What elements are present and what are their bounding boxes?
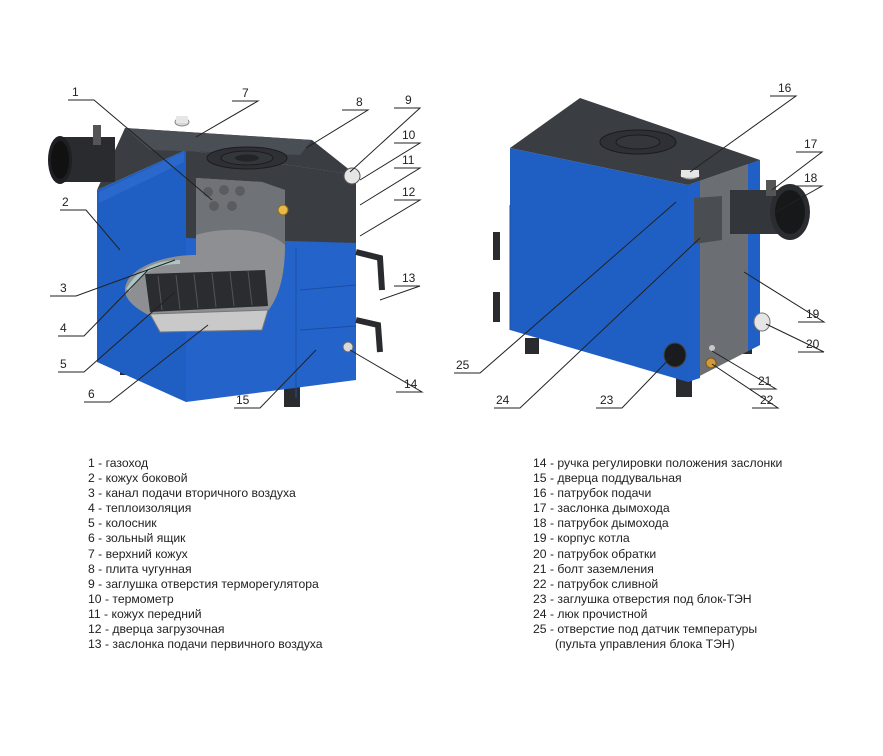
- legend-item-9: 9 - заглушка отверстия терморегулятора: [88, 576, 319, 591]
- callout-25: 25: [456, 358, 470, 372]
- legend-item-16: 16 - патрубок подачи: [533, 486, 652, 501]
- thermostat-plug-icon: [277, 204, 289, 216]
- legend-item-18: 18 - патрубок дымохода: [533, 516, 669, 531]
- boiler-front-view: [48, 116, 385, 407]
- legend-item-7: 7 - верхний кожух: [88, 546, 188, 561]
- callout-3: 3: [60, 281, 67, 295]
- callout-22: 22: [760, 393, 774, 407]
- callout-numbers: 1 7 8 9 10 11 12 2 13 3 4 5 6 14 15 16 1…: [60, 81, 820, 407]
- callout-7: 7: [242, 86, 249, 100]
- callout-19: 19: [806, 307, 820, 321]
- legend-right: 14 - ручка регулировки положения заслонк…: [533, 456, 863, 652]
- rear-side-casing: [510, 148, 688, 382]
- callout-9: 9: [405, 93, 412, 107]
- callout-5: 5: [60, 357, 67, 371]
- legend-item-1: 1 - газоход: [88, 456, 149, 470]
- callout-6: 6: [88, 387, 95, 401]
- grate: [145, 270, 268, 312]
- legend-item-8: 8 - плита чугунная: [88, 561, 192, 576]
- callout-leaders: [50, 95, 826, 409]
- callout-13: 13: [402, 271, 416, 285]
- legend-item-14: 14 - ручка регулировки положения заслонк…: [533, 456, 783, 470]
- callout-15: 15: [236, 393, 250, 407]
- callout-1: 1: [72, 85, 79, 99]
- callout-12: 12: [402, 185, 416, 199]
- callout-10: 10: [402, 128, 416, 142]
- legend-item-11: 11 - кожух передний: [88, 606, 202, 621]
- legend-item-4: 4 - теплоизоляция: [88, 501, 192, 516]
- legend-item-10: 10 - термометр: [88, 591, 174, 606]
- legend-item-25-continued: (пульта управления блока ТЭН): [555, 637, 735, 652]
- legend-item-23: 23 - заглушка отверстия под блок-ТЭН: [533, 591, 752, 606]
- callout-14: 14: [404, 377, 418, 391]
- callout-8: 8: [356, 95, 363, 109]
- legend-left: 1 - газоход 2 - кожух боковой 3 - канал …: [88, 456, 418, 652]
- legend-item-22: 22 - патрубок сливной: [533, 576, 659, 591]
- callout-20: 20: [806, 337, 820, 351]
- legend-item-13: 13 - заслонка подачи первичного воздуха: [88, 637, 323, 652]
- legend-item-2: 2 - кожух боковой: [88, 471, 188, 486]
- callout-11: 11: [402, 153, 415, 167]
- callout-21: 21: [758, 374, 772, 388]
- legend-item-12: 12 - дверца загрузочная: [88, 622, 225, 637]
- legend-item-25: 25 - отверстие под датчик температуры: [533, 622, 758, 637]
- cleaning-hatch: [694, 196, 722, 244]
- boiler-diagram: 1 7 8 9 10 11 12 2 13 3 4 5 6 14 15 16 1…: [48, 81, 826, 409]
- legend-item-6: 6 - зольный ящик: [88, 531, 186, 546]
- legend-item-20: 20 - патрубок обратки: [533, 546, 657, 561]
- callout-16: 16: [778, 81, 792, 95]
- callout-18: 18: [804, 171, 818, 185]
- callout-23: 23: [600, 393, 614, 407]
- legend-item-24: 24 - люк прочистной: [533, 606, 648, 621]
- callout-24: 24: [496, 393, 510, 407]
- thermometer-icon: [343, 167, 361, 185]
- legend-item-15: 15 - дверца поддувальная: [533, 471, 682, 486]
- callout-17: 17: [804, 137, 818, 151]
- legend-item-5: 5 - колосник: [88, 516, 157, 531]
- legend-item-3: 3 - канал подачи вторичного воздуха: [88, 486, 296, 501]
- legend-item-17: 17 - заслонка дымохода: [533, 501, 670, 516]
- legend-item-21: 21 - болт заземления: [533, 561, 654, 576]
- callout-4: 4: [60, 321, 67, 335]
- callout-2: 2: [62, 195, 69, 209]
- ash-pan: [149, 309, 269, 333]
- legend-item-19: 19 - корпус котла: [533, 531, 630, 546]
- boiler-rear-view: [493, 98, 810, 397]
